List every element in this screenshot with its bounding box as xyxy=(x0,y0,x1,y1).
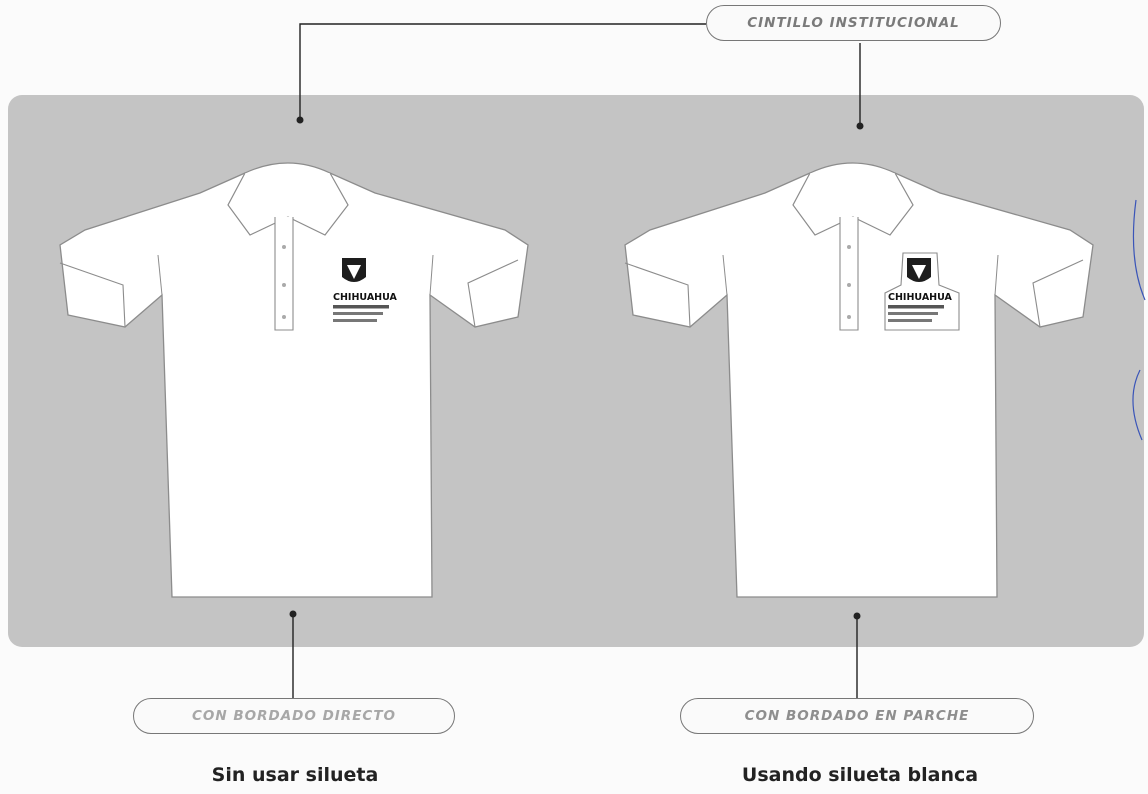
connector-top-left xyxy=(299,23,706,120)
label-cintillo-institucional: CINTILLO INSTITUCIONAL xyxy=(706,5,1001,41)
pen-mark xyxy=(1132,199,1146,441)
connector-dot-bottom-left xyxy=(289,610,297,618)
chihuahua-logo-patch: CHIHUAHUA xyxy=(884,252,960,331)
label-bordado-directo: CON BORDADO DIRECTO xyxy=(133,698,455,734)
caption-silueta-blanca: Usando silueta blanca xyxy=(741,764,979,786)
polo-shirt-direct-embroidery: CHIHUAHUA xyxy=(59,162,529,598)
chihuahua-logo: CHIHUAHUA xyxy=(333,258,398,322)
svg-text:CHIHUAHUA: CHIHUAHUA xyxy=(333,292,398,303)
connector-dot-bottom-right xyxy=(853,612,861,620)
connector-dot-top-right xyxy=(856,122,864,130)
polo-shirt-patch-embroidery: CHIHUAHUA xyxy=(624,162,1094,598)
label-bordado-en-parche: CON BORDADO EN PARCHE xyxy=(680,698,1034,734)
caption-sin-silueta: Sin usar silueta xyxy=(211,764,379,786)
connector-dot-top-left xyxy=(296,116,304,124)
svg-text:CHIHUAHUA: CHIHUAHUA xyxy=(888,292,953,303)
